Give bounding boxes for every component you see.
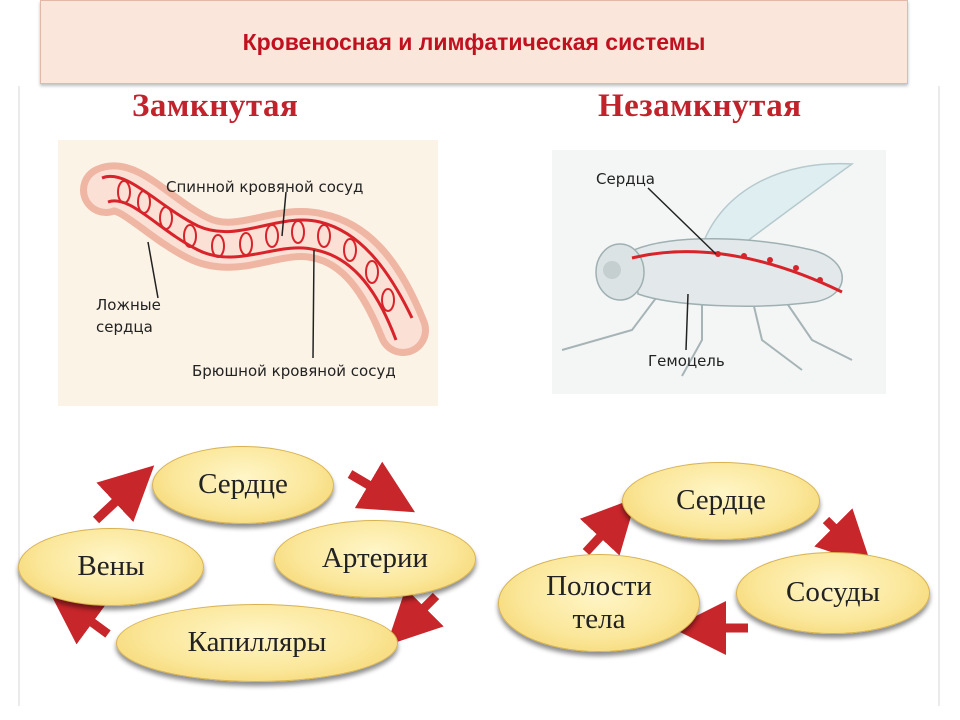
open-oval-heart: Сердце xyxy=(622,462,820,540)
open-arrow-cavity-to-heart xyxy=(579,497,637,556)
open-arrow-heart-to-vessels xyxy=(814,508,872,566)
open-oval-cavity-line1: Полости xyxy=(546,569,652,602)
false-hearts xyxy=(117,180,395,312)
heart-label: Сердца xyxy=(596,170,655,188)
open-oval-vessels: Сосуды xyxy=(736,552,930,634)
slide-title: Кровеносная и лимфатическая системы xyxy=(242,28,706,55)
worm-body-inner xyxy=(87,169,422,349)
closed-oval-capillaries: Капилляры xyxy=(116,604,398,682)
ventral-vessel xyxy=(107,199,398,341)
insect-wing xyxy=(701,162,855,255)
insect-illustration: Сердца Гемоцель xyxy=(552,150,886,394)
closed-arrow-arteries-to-capillaries xyxy=(386,588,444,646)
closed-oval-heart: Сердце xyxy=(152,446,334,524)
closed-heading: Замкнутая xyxy=(132,88,299,124)
closed-arrow-capillaries-to-veins xyxy=(48,590,111,645)
open-oval-cavity-line2: тела xyxy=(572,603,626,635)
insect-legs xyxy=(561,289,853,377)
false-hearts-label-1: Ложные xyxy=(96,296,161,314)
closed-oval-veins: Вены xyxy=(18,528,204,606)
closed-arrow-heart-to-arteries xyxy=(347,461,416,513)
worm-illustration: Спинной кровяной сосуд Ложные сердца Брю… xyxy=(58,140,438,406)
heart-vessel xyxy=(631,250,843,294)
frame-line-left xyxy=(18,86,20,706)
open-oval-cavity: Полости тела xyxy=(498,554,700,652)
false-hearts-label-2: сердца xyxy=(96,318,153,336)
ventral-vessel-label: Брюшной кровяной сосуд xyxy=(192,362,396,380)
hemocoel-label: Гемоцель xyxy=(648,352,725,370)
title-bar: Кровеносная и лимфатическая системы xyxy=(40,0,908,84)
insect-body xyxy=(633,238,843,307)
dorsal-vessel-label: Спинной кровяной сосуд xyxy=(166,178,363,196)
closed-oval-arteries: Артерии xyxy=(274,520,476,598)
frame-line-right xyxy=(938,86,940,706)
closed-arrow-veins-to-heart xyxy=(92,465,155,524)
open-heading: Незамкнутая xyxy=(598,88,802,124)
